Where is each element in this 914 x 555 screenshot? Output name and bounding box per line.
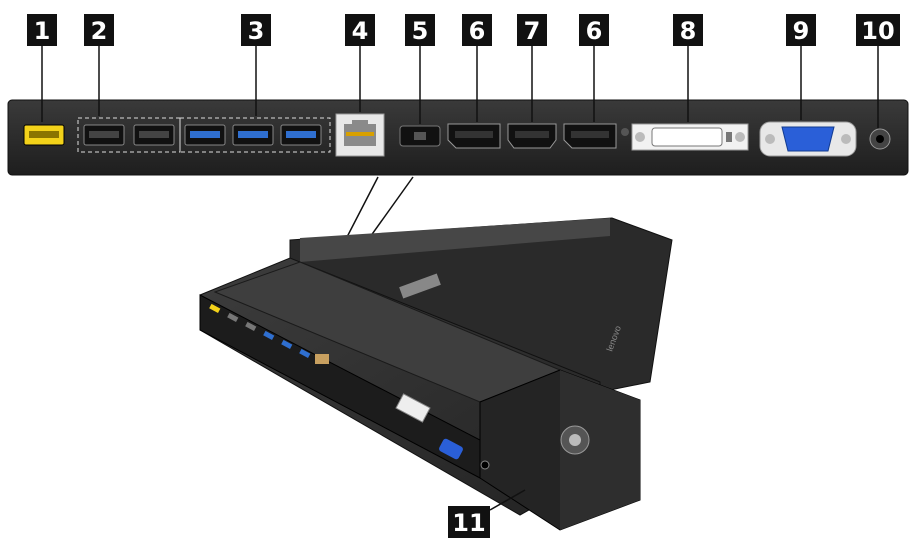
usb3-port-icon (184, 124, 226, 146)
callout-10: 10 (856, 14, 900, 46)
callout-6a-label: 6 (469, 17, 486, 45)
callout-4: 4 (345, 14, 375, 46)
callout-pointers (41, 46, 879, 511)
callout-10-label: 10 (861, 17, 894, 45)
callout-6b-label: 6 (586, 17, 603, 45)
callout-8-label: 8 (680, 17, 697, 45)
callout-6b: 6 (579, 14, 609, 46)
callout-6a: 6 (462, 14, 492, 46)
callout-1: 1 (27, 14, 57, 46)
callout-3-label: 3 (248, 17, 265, 45)
usb2-port-icon (133, 124, 175, 146)
callout-1-label: 1 (34, 17, 51, 45)
callout-2-label: 2 (91, 17, 108, 45)
callout-11: 11 (448, 506, 490, 538)
callout-4-label: 4 (352, 17, 369, 45)
callout-7-label: 7 (524, 17, 541, 45)
docking-station: lenovo (199, 217, 673, 531)
ethernet-port-icon (335, 113, 385, 157)
callout-2: 2 (84, 14, 114, 46)
audio-jack-icon (869, 128, 891, 150)
callout-8: 8 (673, 14, 703, 46)
indicator-icon (621, 128, 629, 136)
usb-charging-port-icon (23, 124, 65, 146)
usb3-port-icon (232, 124, 274, 146)
displayport-icon (447, 123, 501, 149)
callout-7: 7 (517, 14, 547, 46)
usb3-port-icon (280, 124, 322, 146)
callout-9: 9 (786, 14, 816, 46)
callout-11-label: 11 (452, 509, 485, 537)
power-connector-icon (399, 125, 441, 147)
callout-3: 3 (241, 14, 271, 46)
dvi-port-icon (631, 123, 749, 151)
callout-5: 5 (405, 14, 435, 46)
callout-5-label: 5 (412, 17, 429, 45)
callout-9-label: 9 (793, 17, 810, 45)
usb3-group-outline (179, 117, 331, 153)
hdmi-port-icon (507, 123, 557, 149)
usb2-port-icon (83, 124, 125, 146)
displayport-icon (563, 123, 617, 149)
vga-port-icon (759, 121, 857, 157)
